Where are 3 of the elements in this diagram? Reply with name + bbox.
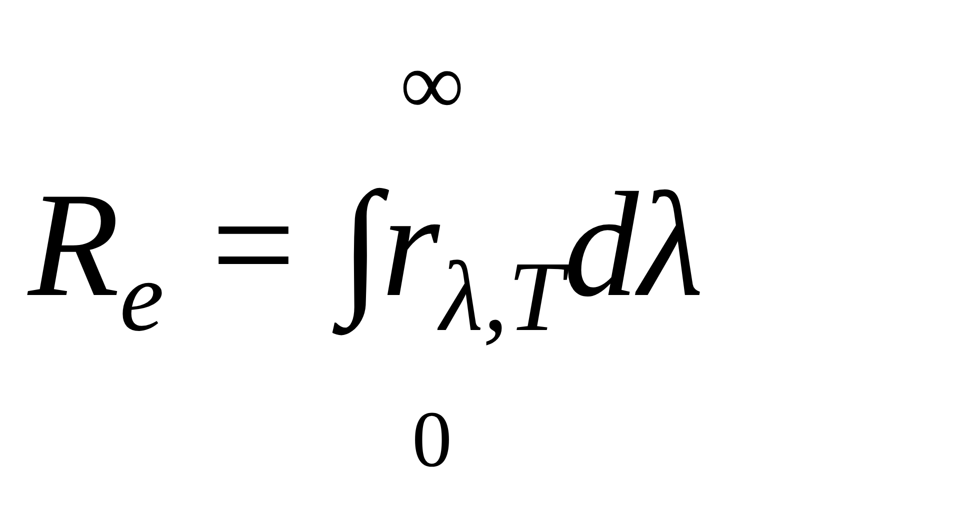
- upper-limit: ∞: [400, 40, 464, 130]
- lower-limit: 0: [412, 400, 452, 480]
- formula: R$_{e}$ = ∫r$_{λ,T}$dλ: [28, 170, 704, 347]
